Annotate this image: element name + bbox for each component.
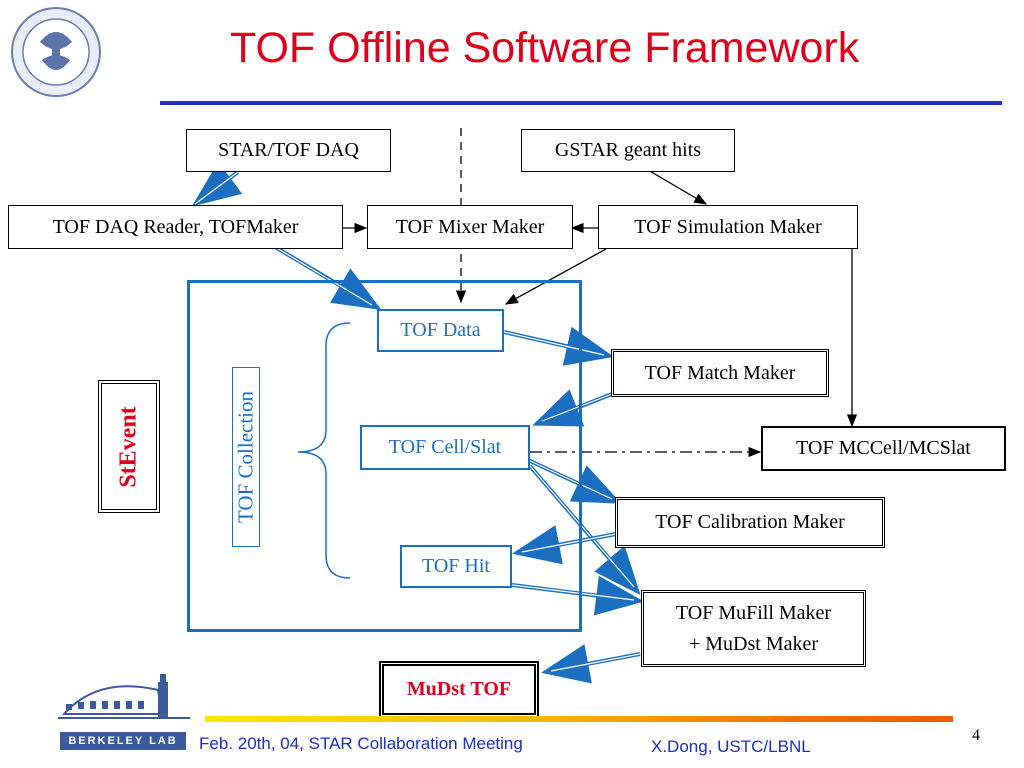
tof-mufill-maker-box: TOF MuFill Maker + MuDst Maker	[641, 590, 866, 667]
footer-right-text: X.Dong, USTC/LBNL	[651, 737, 811, 756]
tof-data-box: TOF Data	[377, 309, 504, 352]
tof-calibration-maker-box: TOF Calibration Maker	[615, 497, 885, 548]
tof-cell-slat-box: TOF Cell/Slat	[360, 425, 530, 470]
tof-mufill-maker-line2: + MuDst Maker	[688, 632, 819, 655]
tof-mccell-mcslat-box: TOF MCCell/MCSlat	[761, 426, 1006, 471]
tof-hit-box: TOF Hit	[400, 545, 512, 588]
footer-left-text: Feb. 20th, 04, STAR Collaboration Meetin…	[199, 734, 523, 753]
berkeley-lab-logo: BERKELEY LAB	[58, 668, 190, 756]
slide-title: TOF Offline Software Framework	[230, 24, 860, 72]
tof-mixer-maker-box: TOF Mixer Maker	[367, 205, 573, 249]
tof-simulation-maker-box: TOF Simulation Maker	[598, 205, 858, 249]
tof-collection-label: TOF Collection	[232, 367, 260, 547]
gstar-geant-hits-box: GSTAR geant hits	[521, 129, 735, 172]
page-number: 4	[972, 727, 980, 744]
collection-brace	[297, 322, 351, 579]
edge-gstar-to-simulation	[647, 169, 708, 205]
edge-simulation-to-tofdata	[504, 248, 607, 305]
berkeley-lab-logo-text: BERKELEY LAB	[60, 732, 186, 750]
tof-mufill-maker-line1: TOF MuFill Maker	[675, 601, 832, 624]
title-underline	[160, 101, 1002, 105]
mudst-tof-box: MuDst TOF	[379, 661, 539, 718]
star-tof-daq-box: STAR/TOF DAQ	[186, 129, 391, 172]
footer-gradient-bar	[205, 716, 953, 722]
tof-match-maker-box: TOF Match Maker	[611, 349, 829, 397]
university-seal-logo	[6, 2, 106, 106]
stevent-collection-frame	[187, 280, 582, 632]
tof-daq-reader-box: TOF DAQ Reader, TOFMaker	[8, 205, 343, 249]
stevent-label-box: StEvent	[98, 380, 160, 513]
